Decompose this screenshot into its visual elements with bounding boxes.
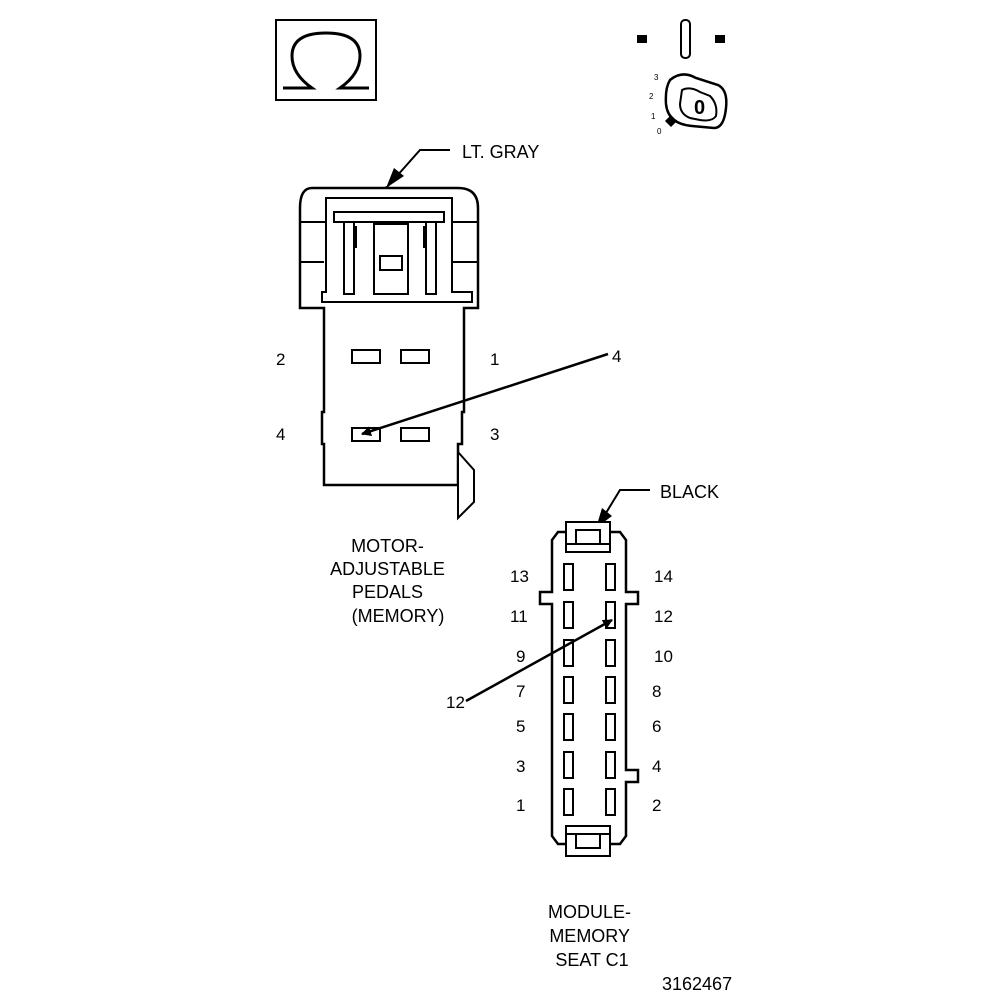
black-pin-14: 14	[654, 567, 673, 586]
ignition-position-0: 0	[657, 127, 662, 136]
lt-gray-pin-4: 4	[276, 425, 285, 444]
ignition-position-1: 1	[651, 112, 656, 121]
ignition-key-icon: 3 2 1 0 0	[637, 19, 728, 136]
lt-gray-callout: 4	[612, 347, 621, 366]
black-color-label: BLACK	[660, 482, 719, 502]
black-pin-12: 12	[654, 607, 673, 626]
connector-lt-gray: LT. GRAY 2 4 1 3 4 MOTOR-	[276, 142, 621, 626]
black-pin-8: 8	[652, 682, 661, 701]
black-callout: 12	[446, 693, 465, 712]
black-connector-name: MODULE- MEMORY SEAT C1	[548, 902, 636, 970]
ignition-position-2: 2	[649, 92, 654, 101]
black-pin-11: 11	[510, 607, 528, 626]
black-pin-7: 7	[516, 682, 525, 701]
black-terminal-cavities	[563, 563, 616, 816]
figure-id: 3162467	[662, 974, 732, 994]
ignition-position-3: 3	[654, 73, 659, 82]
black-pin-10: 10	[654, 647, 673, 666]
lt-gray-color-label: LT. GRAY	[462, 142, 539, 162]
lt-gray-pin-1: 1	[490, 350, 499, 369]
black-pin-2: 2	[652, 796, 661, 815]
black-pin-3: 3	[516, 757, 525, 776]
black-pin-1: 1	[516, 796, 525, 815]
black-pin-6: 6	[652, 717, 661, 736]
lt-gray-pin-3: 3	[490, 425, 499, 444]
lt-gray-pin-2: 2	[276, 350, 285, 369]
omega-symbol-icon	[275, 19, 377, 101]
black-pin-9: 9	[516, 647, 525, 666]
black-pin-4: 4	[652, 757, 661, 776]
ignition-key-label: 0	[694, 97, 705, 119]
lt-gray-connector-name: MOTOR- ADJUSTABLE PEDALS (MEMORY)	[330, 536, 450, 626]
black-pin-13: 13	[510, 567, 529, 586]
connector-black: BLACK 13 11 9	[446, 482, 719, 970]
black-pin-5: 5	[516, 717, 525, 736]
